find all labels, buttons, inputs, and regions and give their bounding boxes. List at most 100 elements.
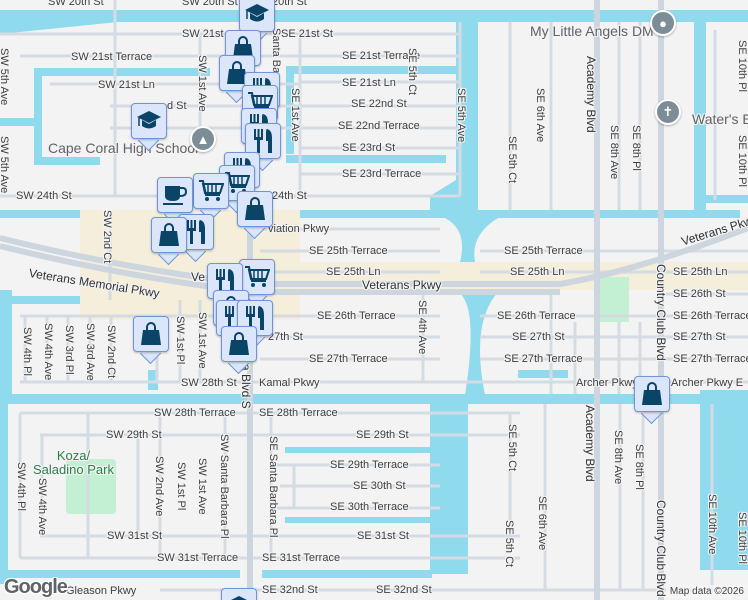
street-label: SW 29th St [106,429,162,441]
street-label: SW 21st Ln [98,79,155,91]
restaurant-icon [252,128,274,154]
street-label: SE 8th Pl [633,444,645,490]
street-label: SE 5th Ct [506,136,518,184]
street-label: SE 25th Ln [326,266,381,278]
street-label: SE 6th Ave [536,496,548,551]
major-road-label: Ve [191,270,206,284]
map-marker-shopping[interactable] [151,217,187,266]
major-road-label: Country Club Blvd [654,264,668,361]
street-label: Gleason Pkwy [66,585,137,597]
restaurant-icon [214,268,236,294]
map-marker-cafe[interactable] [157,177,193,226]
street-label: SE 29th Terrace [330,459,409,471]
google-logo[interactable]: Google [4,576,68,598]
street-label: SW 2nd Ave [153,456,165,517]
street-label: SE 21st St [281,28,333,40]
map-marker-school[interactable] [221,588,257,600]
street-label: SW 1st Ave [196,458,208,515]
street-label: SE 10th Pl [736,512,748,564]
street-label: SE 10th Pl [736,135,748,187]
park-label-line2: Saladino Park [33,462,114,477]
street-label: SW 1st Pl [175,462,187,511]
street-label: SW 2nd Ct [105,325,117,379]
major-road-label: Academy Blvd [583,405,597,482]
street-label: SE 22nd St [351,98,407,110]
street-label: SE 32nd St [376,584,432,596]
street-label: 27th St [268,331,303,343]
street-label: SW 4th Pl [15,462,27,511]
park-label[interactable]: Koza/ Saladino Park [33,449,114,477]
marker-box [634,376,670,412]
map-marker-school[interactable] [239,0,275,45]
map-marker-grocery[interactable] [193,173,229,222]
school-icon[interactable]: ▲ [190,126,216,152]
street-label: SE 30th St [353,480,406,492]
street-label: SE 6th Ave [534,88,546,143]
street-label: SE 8th Pl [630,125,642,171]
street-label: SE 27th Terrace [504,353,583,365]
street-label: SW 2nd Ct [101,210,113,264]
shopping-icon [140,322,162,346]
street-label: SE 27th Terrace [309,353,388,365]
street-label: SE 25th Ln [673,266,728,278]
street-label: SE 21st Terrace [342,50,421,62]
map-marker-grocery[interactable] [239,259,275,308]
street-label: SE 5th Ct [406,48,418,96]
marker-box [239,0,275,32]
street-label: SE 8th Ave [608,125,620,180]
street-label: SE 5th Ave [455,88,467,143]
street-label: d St [167,100,187,112]
map-marker-shopping[interactable] [133,316,169,365]
cafe-icon [162,184,188,206]
street-label: Archer Pkwy E [671,377,744,389]
marker-box [221,588,257,600]
street-label: SE 28th Terrace [259,407,338,419]
street-label: SW 20th St [182,0,238,8]
restaurant-icon [185,219,207,245]
park-label-line1: Koza/ [56,448,91,463]
street-label: SW 1st Ave [196,312,208,369]
street-label: SE 31st St [357,530,409,542]
street-label: SE 5th Ct [506,424,518,472]
street-label: SW 31st Terrace [157,552,239,564]
grocery-icon [198,179,224,203]
street-label: SE 32nd St [262,584,318,596]
street-label: SW 28th Terrace [154,407,236,419]
street-label: 20th St [272,0,307,8]
shopping-icon [226,61,248,85]
street-label: SW 5th Ave [0,48,10,106]
street-label: SE 26th Terrace [497,310,576,322]
street-label: SE 29th St [356,429,409,441]
shopping-icon [228,332,250,356]
school-icon [226,595,252,600]
street-label: SE 5th Ct [503,520,515,568]
my-little-angels-dm-label[interactable]: My Little Angels DM [530,23,654,39]
street-label: SW 5th Ave [0,136,10,194]
street-label: SE 10th Ave [706,494,718,555]
street-label: SE 25th Terrace [309,245,388,257]
pin-icon[interactable]: ● [650,10,676,36]
street-label: SE 10th Pl [736,40,748,92]
map-marker-shopping[interactable] [634,376,670,425]
street-label: SE 31st Terrace [262,552,341,564]
street-label: SW 4th Ave [42,323,54,381]
street-label: SE Santa Barbara Pl [267,436,279,538]
shopping-icon [158,223,180,247]
street-label: SE 23rd St [342,142,396,154]
map-attribution[interactable]: Map data ©2026 [665,585,748,598]
school-icon [136,110,162,132]
map-marker-school[interactable] [131,103,167,152]
map-marker-shopping[interactable] [237,191,273,240]
cape-coral-high-school-label[interactable]: Cape Coral High School [48,140,199,156]
map-marker-shopping[interactable] [221,326,257,375]
street-label: SE 23rd Terrace [342,168,422,180]
cross-icon[interactable]: ✝ [655,99,681,125]
street-label: SE 8th Ave [612,430,624,485]
waters-edge-label[interactable]: Water's E [692,111,748,127]
street-label: SE 27th St [673,331,726,343]
street-label: SE 25th Terrace [504,245,583,257]
street-label: SE 27th St [512,331,565,343]
street-label: SE 22nd Terrace [338,120,420,132]
street-label: SW 20th St [48,0,104,8]
